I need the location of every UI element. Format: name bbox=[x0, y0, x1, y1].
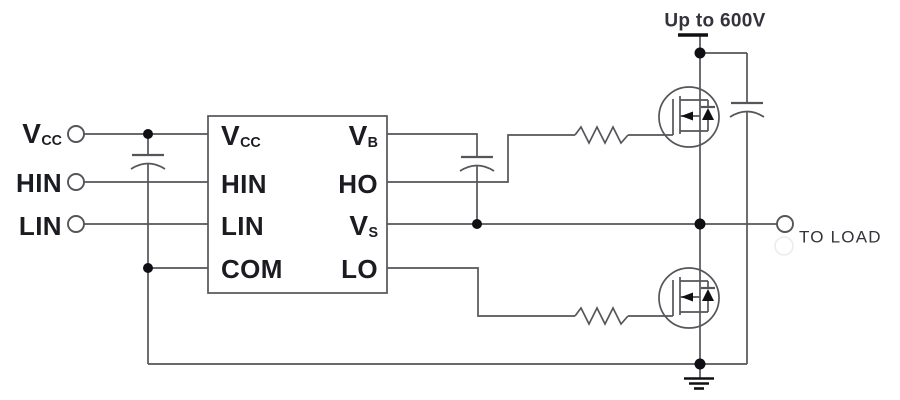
vcc-label-sub: CC bbox=[41, 133, 62, 149]
low-side-gate-resistor bbox=[574, 306, 629, 326]
lin-terminal-circle bbox=[67, 215, 85, 233]
ic-pin-vs: VS bbox=[349, 210, 378, 241]
ic-pin-lo: LO bbox=[341, 254, 378, 284]
low-side-mosfet bbox=[658, 267, 720, 329]
high-side-gate-resistor bbox=[574, 125, 629, 145]
ic-pin-hin: HIN bbox=[221, 169, 267, 199]
hin-terminal-circle bbox=[67, 173, 85, 191]
bootstrap-capacitor bbox=[459, 155, 495, 172]
vcc-label-base: V bbox=[22, 118, 42, 149]
input-label-lin: LIN bbox=[0, 213, 62, 239]
lin-label-base: LIN bbox=[18, 211, 62, 241]
input-label-hin: HIN bbox=[0, 170, 62, 196]
supply-voltage-label: Up to 600V bbox=[664, 10, 766, 32]
high-side-mosfet bbox=[658, 86, 720, 148]
bus-capacitor bbox=[729, 101, 765, 118]
ic-pin-vcc: VCC bbox=[221, 120, 261, 151]
ghost-circle-artifact bbox=[774, 236, 794, 256]
ground-symbol bbox=[684, 364, 714, 390]
to-load-label: TO LOAD bbox=[799, 227, 882, 247]
ic-pin-ho: HO bbox=[338, 169, 378, 199]
input-label-vcc: VCC bbox=[0, 118, 62, 149]
vcc-decoupling-capacitor bbox=[130, 153, 166, 170]
junction-dots bbox=[143, 47, 706, 370]
load-terminal-circle bbox=[776, 215, 794, 233]
ic-outline bbox=[207, 115, 388, 294]
ic-pin-com: COM bbox=[221, 254, 283, 284]
terminals bbox=[67, 125, 794, 256]
vcc-terminal-circle bbox=[67, 125, 85, 143]
ic-pin-vb: VB bbox=[348, 120, 378, 151]
ic-pin-lin: LIN bbox=[221, 211, 265, 241]
hin-label-base: HIN bbox=[16, 168, 62, 198]
